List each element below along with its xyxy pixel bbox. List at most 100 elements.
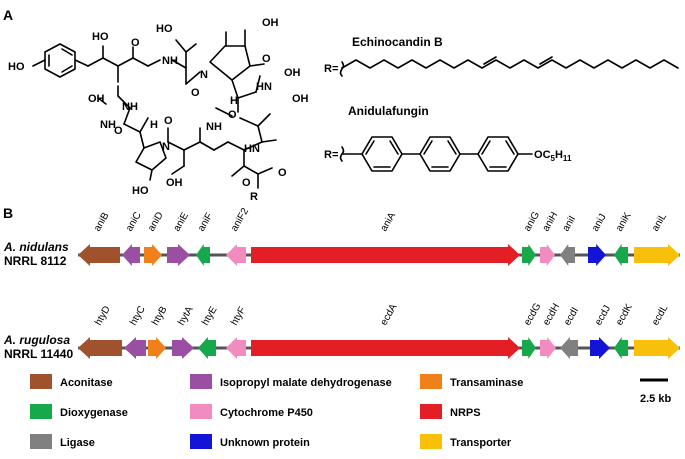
gene-label-aniE: aniE (172, 210, 192, 233)
gene-arrow-aniJ (588, 244, 606, 266)
gene-label-aniF: aniF (196, 211, 215, 233)
cluster-2-strain: NRRL 11440 (4, 347, 73, 361)
legend-label: Dioxygenase (60, 407, 128, 419)
gene-label-aniK: aniK (614, 210, 634, 233)
gene-label-aniD: aniD (146, 210, 166, 233)
o-text-3: O (262, 53, 271, 65)
o-text-6: O (228, 109, 237, 121)
legend-swatch (30, 404, 52, 419)
legend-label: Transporter (450, 437, 512, 449)
gene-label-ecdH: ecdH (541, 302, 562, 328)
nh-text-1: NH (122, 101, 138, 113)
gene-arrow-htyE (198, 337, 216, 359)
gene-arrow-ecdH (540, 337, 556, 359)
gene-arrow-aniA (251, 244, 520, 266)
gene-arrow-ecdG (522, 337, 536, 359)
gene-label-htyE: htyE (200, 304, 220, 327)
gene-arrow-aniH (540, 244, 555, 266)
gene-label-aniJ: aniJ (590, 212, 609, 233)
gene-arrow-aniB (78, 244, 120, 266)
r-text: R (250, 191, 258, 203)
anidulafungin-chain (339, 136, 533, 172)
o-text-4: O (114, 125, 123, 137)
gene-label-aniH: aniH (541, 210, 561, 233)
oh-text-5: OH (166, 177, 183, 189)
echinocandin-r-label: R= (324, 63, 338, 75)
anidulafungin-r-label: R= (324, 149, 338, 161)
legend-swatch (190, 404, 212, 419)
legend-swatch (30, 374, 52, 389)
cluster-1-strain: NRRL 8112 (4, 254, 67, 268)
nh-text-3: NH (100, 119, 116, 131)
gene-label-ecdA: ecdA (379, 302, 400, 328)
oh-text-1: OH (88, 93, 105, 105)
legend-label: Isopropyl malate dehydrogenase (220, 377, 392, 389)
gene-label-aniC: aniC (124, 210, 144, 233)
gene-arrow-aniG (522, 244, 536, 266)
gene-arrow-aniL (634, 244, 680, 266)
legend-swatch (190, 434, 212, 449)
hn-text-1: HN (256, 81, 272, 93)
gene-label-aniF2: aniF2 (229, 206, 251, 234)
legend-swatch (190, 374, 212, 389)
gene-label-htyC: htyC (128, 304, 148, 327)
gene-label-ecdK: ecdK (614, 302, 635, 328)
legend-label: Ligase (60, 437, 95, 449)
cluster-2-species: A. rugulosa (3, 333, 70, 347)
cluster-1-species: A. nidulans (3, 240, 69, 254)
gene-label-htyF: htyF (229, 305, 248, 327)
legend-label: Aconitase (60, 377, 113, 389)
gene-arrow-aniI (560, 244, 575, 266)
o-text-1: O (131, 37, 140, 49)
panel-b-label: B (3, 205, 13, 221)
ho-text-1: HO (8, 61, 25, 73)
h-text-1: H (230, 95, 238, 107)
gene-arrow-ecdA (251, 337, 520, 359)
legend-swatch (30, 434, 52, 449)
gene-arrow-hytA (172, 337, 194, 359)
oh-text-2: OH (262, 17, 279, 29)
o-text-2: O (191, 87, 200, 99)
phenyl-ring-1 (361, 136, 403, 172)
nh-text-4: NH (206, 121, 222, 133)
ho-text-3: HO (156, 23, 173, 35)
gene-label-ecdJ: ecdJ (593, 304, 613, 328)
phenyl-ring-2 (419, 136, 461, 172)
gene-label-htyB: htyB (150, 304, 170, 327)
gene-label-aniA: aniA (379, 210, 399, 233)
hn-text-2: HN (244, 143, 260, 155)
phenyl-ring-3 (477, 136, 519, 172)
gene-arrow-aniK (614, 244, 628, 266)
gene-arrow-ecdK (614, 337, 628, 359)
gene-arrow-aniF (196, 244, 210, 266)
legend-swatch (420, 374, 442, 389)
oh-text-3: OH (284, 67, 301, 79)
legend-label: Transaminase (450, 377, 523, 389)
gene-arrow-aniE (167, 244, 190, 266)
o-text-5: O (164, 115, 173, 127)
gene-label-ecdL: ecdL (650, 303, 671, 328)
gene-label-aniB: aniB (92, 210, 112, 233)
gene-arrow-aniF2 (226, 244, 246, 266)
ho-text-4: HO (132, 185, 149, 197)
oc5h11-label: OC5H11 (534, 149, 572, 163)
legend-swatch (420, 404, 442, 419)
gene-arrow-htyC (124, 337, 146, 359)
h-text-2: H (150, 119, 158, 131)
gene-label-aniI: aniI (561, 214, 579, 233)
legend-label: NRPS (450, 407, 481, 419)
gene-label-ecdG: ecdG (522, 301, 544, 327)
gene-arrow-htyD (78, 337, 122, 359)
echinocandin-core-structure (32, 29, 277, 189)
gene-label-aniL: aniL (650, 211, 669, 233)
ho-text-2: HO (92, 31, 109, 43)
oh-text-4: OH (292, 93, 309, 105)
gene-arrow-ecdI (560, 337, 578, 359)
gene-arrow-htyF (226, 337, 246, 359)
pyrrolidine-ring-top (209, 45, 251, 81)
n-text-2: N (162, 141, 170, 153)
